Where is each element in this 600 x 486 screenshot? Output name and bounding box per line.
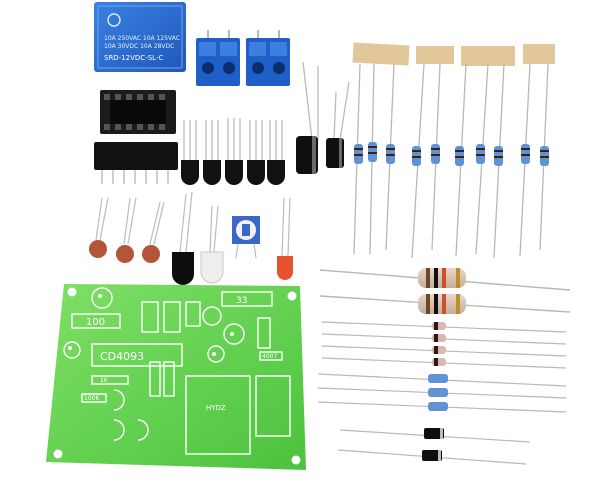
relay-rating-line-2: 10A 30VDC 10A 28VDC: [104, 43, 174, 50]
resistor-strip: [352, 42, 555, 259]
terminal-block-left: [196, 30, 240, 86]
pcb-board: 100 CD4093 33 HYDZ 1K 100K 4007: [46, 284, 306, 470]
pcb-label-4007: 4007: [262, 353, 277, 360]
ic-chip: [94, 142, 178, 184]
relay: 10A 250VAC 10A 125VAC 10A 30VDC 10A 28VD…: [94, 2, 186, 72]
relay-model: SRD-12VDC-SL-C: [104, 54, 163, 62]
pcb-label-100k: 100K: [84, 395, 100, 402]
relay-rating-line-1: 10A 250VAC 10A 125VAC: [104, 35, 180, 42]
led-black: [172, 191, 194, 285]
pcb-r100-label: 100: [86, 317, 105, 328]
pcb-ic-label: CD4093: [100, 350, 144, 363]
ic-socket: [100, 90, 176, 134]
trimmer-potentiometer: [232, 216, 260, 259]
pcb-label-hydz: HYDZ: [206, 404, 226, 412]
led-red: [277, 197, 293, 280]
small-components-horizontal: [317, 321, 567, 465]
ceramic-capacitors: [89, 197, 165, 263]
terminal-block-right: [246, 30, 290, 86]
pcb-label-33: 33: [236, 296, 247, 306]
electrolytic-capacitors: [296, 61, 350, 174]
power-resistors: [319, 268, 571, 314]
ccc-logo-icon: [107, 13, 121, 27]
led-clear: [200, 205, 224, 284]
pcb-label-1k: 1K: [100, 377, 109, 384]
transistors: [181, 118, 285, 185]
